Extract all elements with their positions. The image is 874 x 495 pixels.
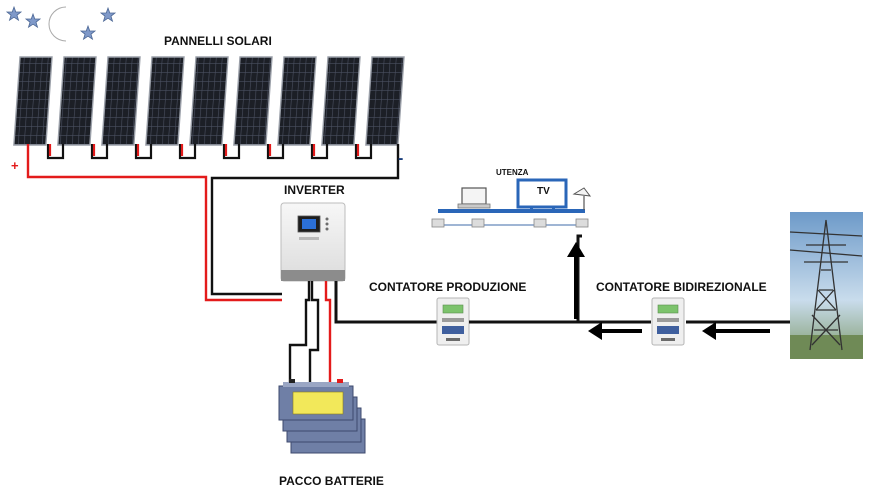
star-icon: [5, 5, 23, 22]
star-icon: [99, 6, 117, 23]
solar-panel: [365, 56, 405, 146]
solar-panel: [101, 56, 141, 146]
dc-main-wiring: [26, 144, 400, 302]
panel-series-wiring: [46, 144, 373, 160]
ac-output-wire: [334, 281, 438, 324]
inverter-display: [302, 219, 316, 229]
battery-pack-label: PACCO BATTERIE: [279, 474, 384, 488]
arrow-up-icon: [567, 242, 585, 257]
battery-negative-wire-2: [308, 281, 320, 397]
positive-wire: [26, 144, 282, 302]
positive-terminal-label: +: [11, 158, 19, 173]
negative-wire: [210, 144, 400, 296]
arrow-left-icon: [588, 322, 602, 340]
inverter-label: INVERTER: [284, 183, 345, 197]
solar-panel: [145, 56, 185, 146]
outlet-icons: [431, 218, 589, 228]
negative-terminal-label: -: [398, 150, 404, 167]
production-meter: [436, 297, 470, 346]
solar-panel: [233, 56, 273, 146]
solar-panel: [321, 56, 361, 146]
bidirectional-meter-label: CONTATORE BIDIREZIONALE: [596, 280, 767, 294]
battery-negative-wire: [288, 281, 311, 392]
inverter-unit: [280, 202, 346, 282]
battery-pack: [278, 379, 366, 454]
solar-panels: [13, 56, 405, 146]
inverter-output-wiring: [288, 281, 438, 397]
solar-panel: [57, 56, 97, 146]
bidirectional-meter: [651, 297, 685, 346]
utenza-label: UTENZA: [496, 168, 529, 177]
grid-line-wiring: [469, 234, 790, 324]
power-pylon-image: [789, 212, 863, 359]
tv-label: TV: [537, 186, 550, 197]
star-icon: [24, 12, 42, 29]
night-sky: [5, 5, 117, 42]
solar-panels-label: PANNELLI SOLARI: [164, 34, 272, 48]
star-icon: [79, 24, 97, 41]
solar-panel: [13, 56, 53, 146]
flow-arrows: [567, 242, 770, 340]
solar-panel: [189, 56, 229, 146]
battery: [278, 379, 354, 421]
arrow-left-icon: [702, 322, 716, 340]
lamp-icon: [572, 187, 592, 210]
tv-icon: [516, 178, 568, 213]
moon-icon: [48, 6, 67, 42]
solar-panel: [277, 56, 317, 146]
laptop-icon: [457, 187, 491, 209]
production-meter-label: CONTATORE PRODUZIONE: [369, 280, 527, 294]
household-utenza: [431, 178, 592, 228]
